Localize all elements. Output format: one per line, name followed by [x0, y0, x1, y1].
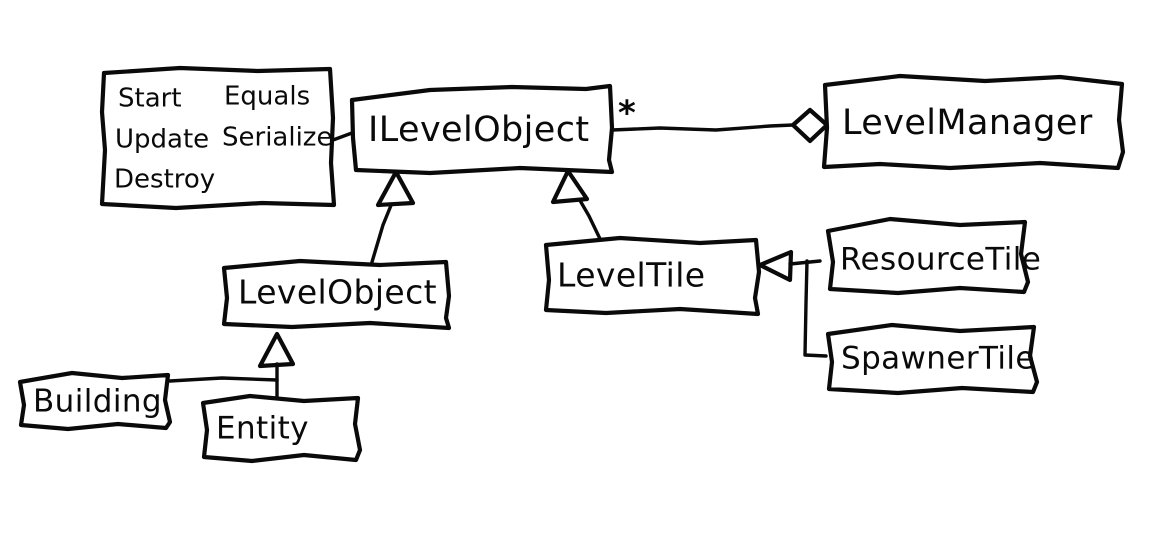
levelmanager-outline [821, 73, 1126, 171]
entity-label: Entity [216, 411, 309, 447]
class-box-spawnertile[interactable]: SpawnerTile [825, 322, 1040, 396]
members-box[interactable]: Start Equals Update Serialize Destroy [99, 65, 337, 211]
ilevelobject-label: ILevelObject [368, 110, 590, 150]
resourcetile-label: ResourceTile [840, 242, 1041, 278]
class-box-resourcetile[interactable]: ResourceTile [825, 216, 1041, 296]
generalization-line-resourcetile [788, 259, 822, 266]
generalization-junction-line-building [168, 376, 279, 383]
realization-line-levelobject [370, 196, 396, 264]
levelobject-outline [221, 258, 452, 331]
members-row-0-left: Start [118, 84, 182, 114]
leveltile-label: LevelTile [557, 256, 706, 295]
class-box-leveltile[interactable]: LevelTile [543, 235, 762, 317]
generalization-triangle-levelobject-icon [257, 331, 296, 369]
building-label: Building [33, 384, 162, 420]
spawnertile-label: SpawnerTile [841, 341, 1035, 377]
generalization-junction-line [803, 259, 828, 358]
building-outline [17, 370, 173, 432]
class-box-building[interactable]: Building [17, 370, 173, 432]
entity-outline [200, 393, 363, 464]
ilevelobject-outline [349, 83, 615, 176]
resourcetile-outline [825, 216, 1031, 296]
class-box-ilevelobject[interactable]: ILevelObject [349, 83, 615, 176]
realization-triangle-leveltile-icon [550, 168, 590, 205]
spawnertile-outline [825, 322, 1040, 396]
class-box-levelobject[interactable]: LevelObject [221, 258, 452, 331]
members-row-0-right: Equals [224, 82, 310, 112]
leveltile-outline [543, 235, 762, 317]
levelmanager-label: LevelManager [842, 103, 1093, 143]
multiplicity-star: * [618, 94, 636, 134]
aggregation-line-interface-manager [610, 123, 795, 132]
aggregation-diamond-icon [790, 107, 830, 144]
members-row-1-right: Serialize [222, 123, 332, 153]
realization-triangle-levelobject-icon [375, 169, 416, 208]
members-row-2-left: Destroy [114, 165, 215, 195]
generalization-triangle-leveltile-icon [757, 249, 794, 283]
members-box-outline [99, 65, 337, 211]
levelobject-label: LevelObject [238, 273, 437, 312]
class-box-entity[interactable]: Entity [200, 393, 363, 464]
connector-members-to-interface [331, 131, 354, 142]
members-row-1-left: Update [115, 125, 209, 155]
realization-line-leveltile [576, 195, 604, 245]
class-box-levelmanager[interactable]: LevelManager [821, 73, 1126, 171]
